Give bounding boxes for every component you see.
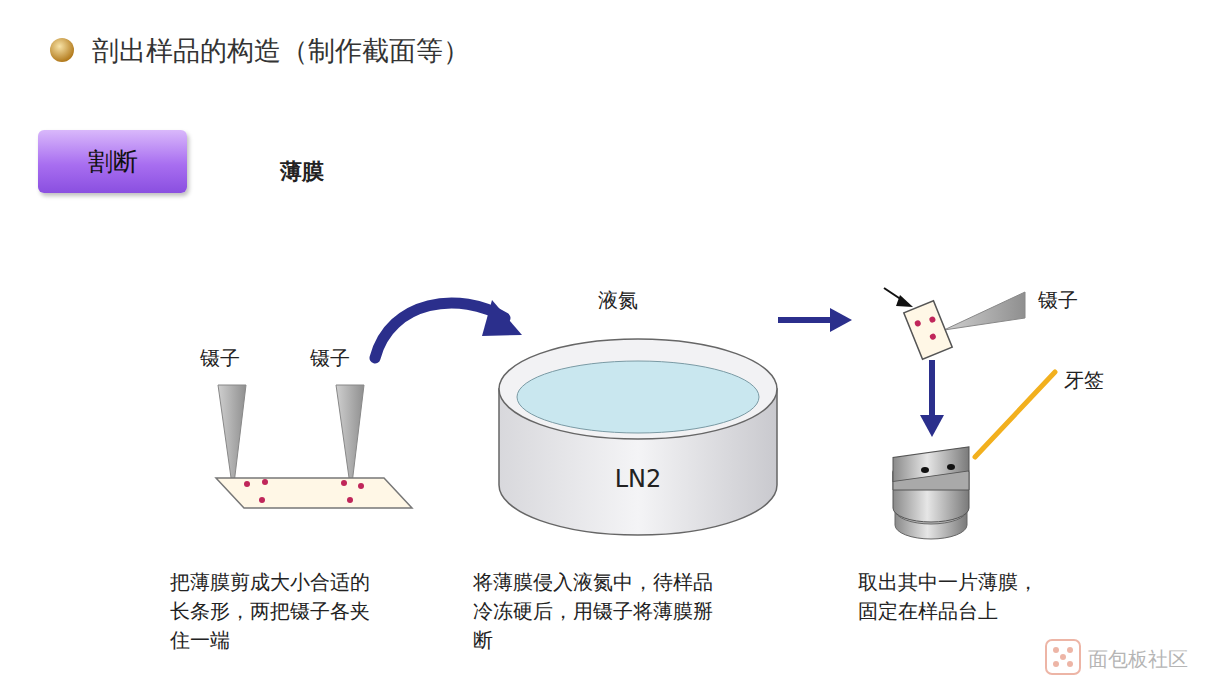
title: 剖出样品的构造（制作截面等）	[92, 33, 470, 69]
process-box: 割断	[38, 130, 187, 193]
step-caption: 把薄膜剪成大小合适的 长条形，两把镊子各夹 住一端	[170, 568, 385, 655]
arrow-head	[920, 415, 944, 437]
arrow-shaft	[778, 317, 835, 323]
sample-stage	[893, 447, 969, 539]
film-piece	[904, 301, 952, 359]
tool-label: 镊子	[200, 344, 240, 373]
toothpick	[975, 372, 1055, 457]
watermark-logo	[1046, 640, 1080, 674]
step-caption: 将薄膜侵入液氮中，待样品 冷冻硬后，用镊子将薄膜掰断	[473, 568, 725, 655]
dewar-dish: LN2	[497, 337, 779, 537]
arrow-head	[830, 308, 852, 332]
arrow-head	[482, 300, 522, 336]
pointer-head	[896, 295, 913, 307]
film-dots	[244, 479, 364, 503]
tool-label: 镊子	[310, 344, 350, 373]
tweezer	[336, 385, 364, 492]
watermark: 面包板社区	[1088, 645, 1188, 674]
step-caption: 取出其中一片薄膜， 固定在样品台上	[858, 568, 1052, 626]
arrow-shaft	[929, 360, 935, 420]
title-bullet	[50, 38, 74, 62]
material-label: 液氮	[598, 286, 638, 315]
dish-label: LN2	[497, 465, 779, 493]
box-label: 割断	[88, 145, 138, 178]
tool-label: 镊子	[1038, 286, 1078, 315]
film-strip	[216, 478, 412, 508]
subtitle: 薄膜	[280, 156, 324, 188]
dish-outline	[497, 337, 779, 537]
tweezer	[218, 385, 246, 492]
tweezer	[944, 292, 1025, 330]
tool-label: 牙签	[1064, 366, 1104, 395]
